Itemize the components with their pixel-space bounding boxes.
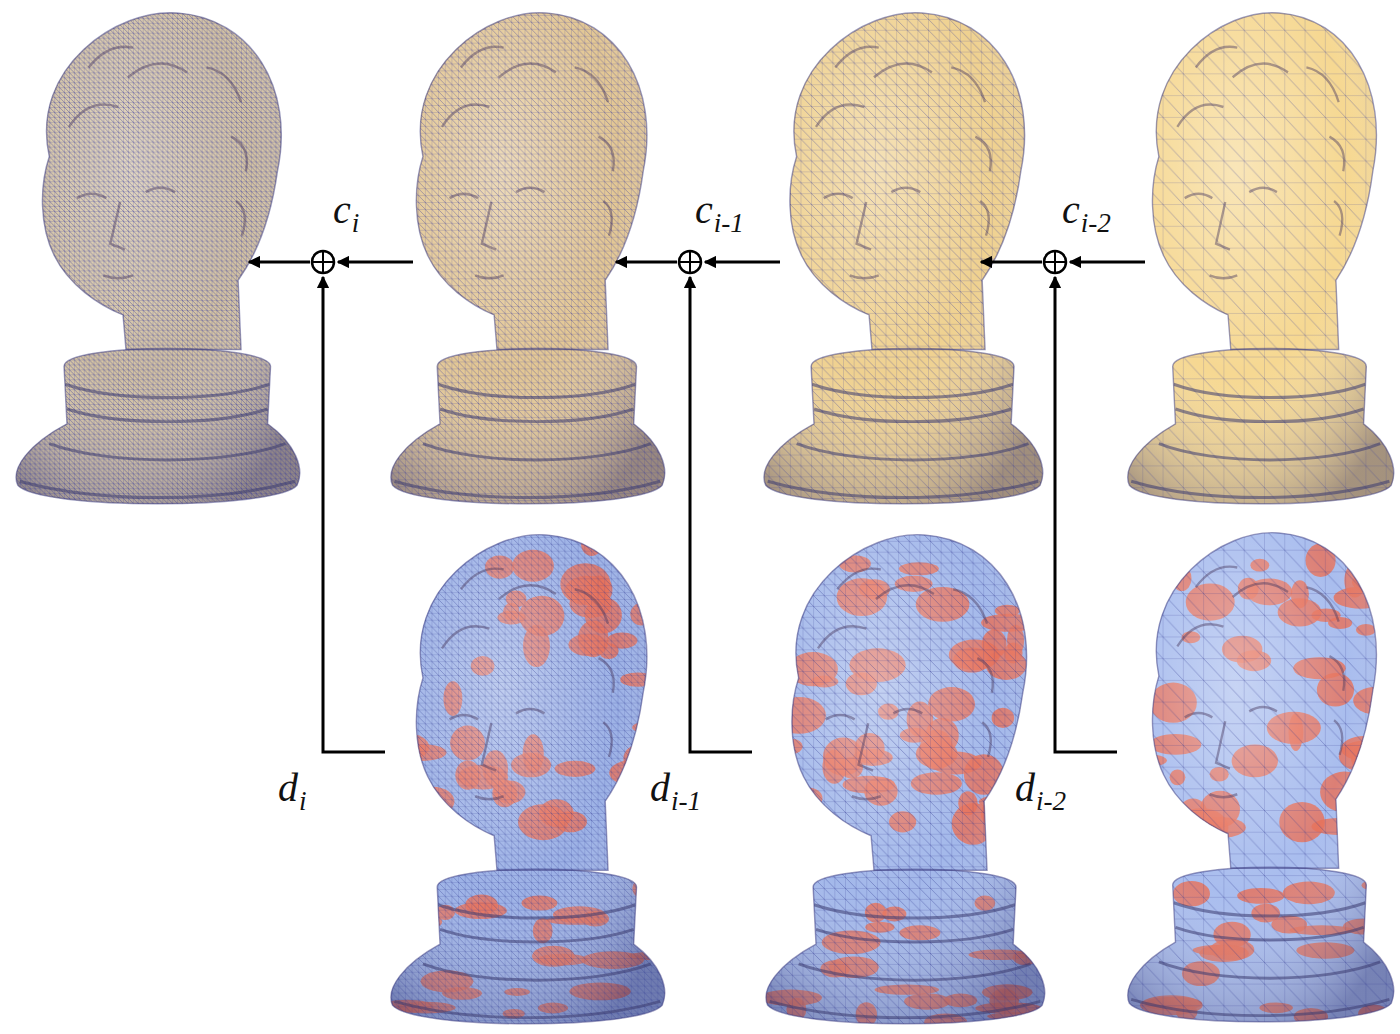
arrow [705, 261, 780, 264]
coefficient-label: di [278, 768, 307, 808]
coefficient-label: ci-2 [1062, 190, 1111, 230]
arrow [690, 277, 752, 752]
arrow [249, 261, 310, 264]
arrow [1070, 261, 1145, 264]
arrow [1055, 277, 1117, 752]
arrow [338, 261, 413, 264]
coefficient-label: di-1 [650, 768, 701, 808]
arrow [981, 261, 1042, 264]
mesh-bust [380, 530, 672, 1028]
arrow [616, 261, 677, 264]
coefficient-label: di-2 [1015, 768, 1066, 808]
coefficient-label: ci [333, 190, 359, 230]
arrow [323, 277, 385, 752]
mesh-bust [1121, 528, 1400, 1026]
mesh-bust [760, 528, 1053, 1031]
mesh-bust [758, 8, 1043, 508]
sum-symbol [679, 251, 701, 273]
sum-symbol [1044, 251, 1066, 273]
coefficient-label: ci-1 [695, 190, 744, 230]
sum-symbol [312, 251, 334, 273]
mesh-bust [385, 8, 665, 508]
mesh-bust [1122, 8, 1394, 508]
mesh-bust [10, 8, 300, 508]
